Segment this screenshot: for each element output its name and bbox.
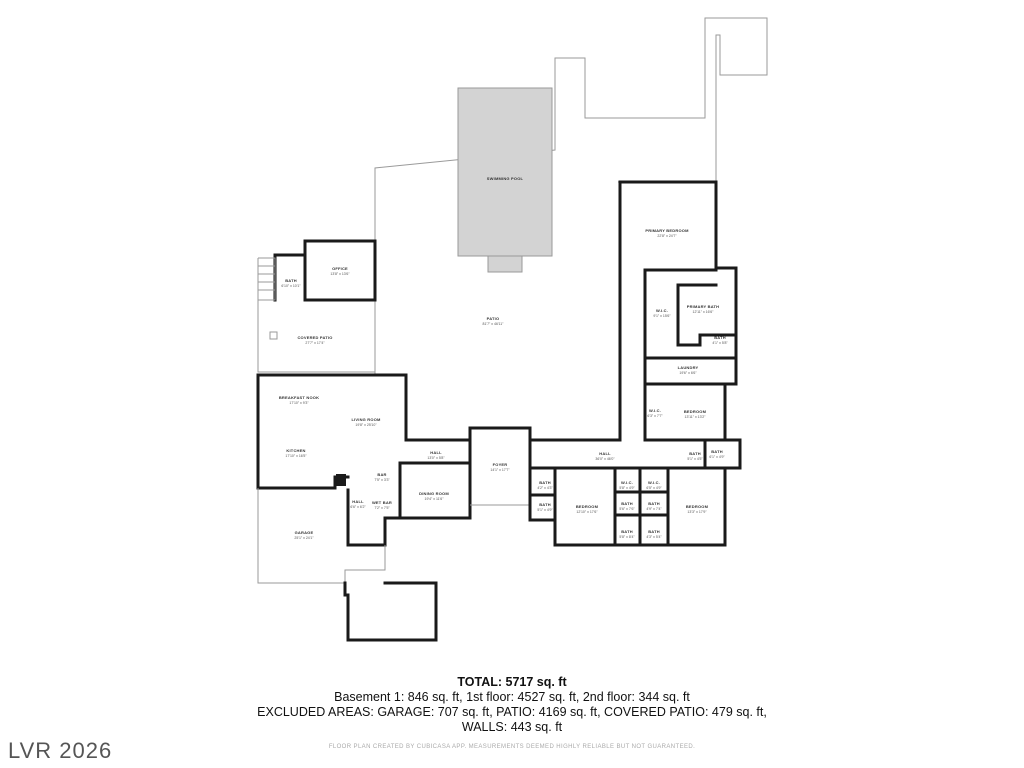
main-west-walls: [256, 180, 622, 442]
room-label-bath-south-2: BATH: [648, 501, 660, 506]
room-dim-foyer: 14'1" x 17'7": [490, 468, 510, 472]
room-dim-covered-patio: 27'7" x 17'4": [305, 341, 325, 345]
primary-bath-walls: [676, 283, 738, 347]
floor-areas: Basement 1: 846 sq. ft, 1st floor: 4527 …: [334, 690, 690, 704]
room-label-wic-south-1: W.I.C.: [621, 480, 633, 485]
room-label-bath-hall-1: BATH: [539, 480, 551, 485]
room-label-hall-west: HALL: [352, 499, 364, 504]
room-dim-bath-south-3: 5'8" x 8'4": [619, 535, 635, 539]
room-label-bath-primary: BATH: [714, 335, 726, 340]
room-label-primary-bedroom: PRIMARY BEDROOM: [645, 228, 689, 233]
covered-patio-outline: [257, 300, 375, 373]
room-dim-laundry: 19'6" x 6'6": [679, 371, 697, 375]
room-dim-kitchen: 17'10" x 16'5": [285, 454, 307, 458]
room-dim-bath-east-2: 6'1" x 4'9": [709, 455, 725, 459]
room-label-bath-south-3: BATH: [621, 529, 633, 534]
swimming-pool-shape: [457, 87, 553, 257]
room-dim-bath-hall-2: 5'1" x 4'9": [537, 508, 553, 512]
room-dim-bath-south-2: 4'9" x 7'4": [646, 507, 662, 511]
room-dim-wic-south-2: 6'5" x 4'9": [646, 486, 662, 490]
room-label-laundry: LAUNDRY: [678, 365, 699, 370]
room-label-patio: PATIO: [487, 316, 500, 321]
primary-suite-walls: [618, 180, 738, 360]
room-dim-hall-main: 13'0" x 5'8": [427, 456, 445, 460]
kitchen-south: [256, 475, 350, 490]
room-label-wic-primary: W.I.C.: [656, 308, 668, 313]
room-label-garage: GARAGE: [295, 530, 314, 535]
room-dim-wic-primary: 9'1" x 15'6": [653, 314, 671, 318]
room-label-bedroom-south-2: BEDROOM: [686, 504, 709, 509]
room-label-office: OFFICE: [332, 266, 348, 271]
room-label-wic-east: W.I.C.: [649, 408, 661, 413]
room-label-hall-east: HALL: [599, 451, 611, 456]
room-label-wet-bar: WET BAR: [372, 500, 392, 505]
laundry-walls: [643, 356, 738, 386]
room-label-foyer: FOYER: [493, 462, 508, 467]
room-label-living-room: LIVING ROOM: [351, 417, 381, 422]
room-label-swimming-pool: SWIMMING POOL: [487, 176, 524, 181]
room-dim-bath-east-1: 5'1" x 4'5": [687, 457, 703, 461]
column-block: [336, 474, 346, 486]
walls-area: WALLS: 443 sq. ft: [461, 720, 563, 734]
office-walls: [273, 239, 377, 302]
room-dim-bar: 7'5" x 3'3": [374, 478, 390, 482]
room-dim-wet-bar: 7'2" x 7'5": [374, 506, 390, 510]
room-label-covered-patio: COVERED PATIO: [297, 335, 332, 340]
room-label-breakfast-nook: BREAKFAST NOOK: [279, 395, 319, 400]
room-dim-patio: 81'7" x 46'11": [483, 322, 505, 326]
room-dim-dining-room: 19'4" x 11'6": [425, 497, 445, 501]
room-dim-bedroom-south-1: 12'10" x 17'6": [576, 510, 598, 514]
room-dim-wic-east: 6'3" x 7'7": [647, 414, 663, 418]
room-dim-wic-south-1: 5'8" x 4'9": [619, 486, 635, 490]
room-label-bar: BAR: [377, 472, 386, 477]
room-label-bedroom-east: BEDROOM: [684, 409, 707, 414]
room-label-bath-east-2: BATH: [711, 449, 723, 454]
south-bedrooms-walls: [528, 466, 727, 547]
room-label-kitchen: KITCHEN: [286, 448, 305, 453]
room-dim-bath-hall-1: 4'2" x 4'3": [537, 486, 553, 490]
room-label-wic-south-2: W.I.C.: [648, 480, 660, 485]
garage-outline: [257, 488, 386, 584]
office-stairs: [257, 257, 276, 301]
patio-column: [269, 331, 278, 340]
room-dim-primary-bedroom: 22'8" x 24'7": [657, 234, 677, 238]
room-dim-bedroom-south-2: 13'3" x 17'9": [687, 510, 707, 514]
room-dim-hall-west: 6'6" x 6'2": [350, 505, 366, 509]
room-label-bath-south-1: BATH: [621, 501, 633, 506]
room-label-hall-main: HALL: [430, 450, 442, 455]
room-label-bath-east-1: BATH: [689, 451, 701, 456]
swimming-pool-step: [487, 255, 523, 273]
room-label-bath-south-4: BATH: [648, 529, 660, 534]
room-dim-breakfast-nook: 17'10" x 9'3": [289, 401, 309, 405]
room-label-bath-office: BATH: [285, 278, 297, 283]
floorplan-credit: FLOOR PLAN CREATED BY CUBICASA APP. MEAS…: [328, 744, 696, 750]
room-dim-garage: 25'1" x 24'1": [294, 536, 314, 540]
room-dim-bath-south-4: 4'3" x 5'4": [646, 535, 662, 539]
room-label-bath-hall-2: BATH: [539, 502, 551, 507]
watermark: LVR 2026: [8, 738, 113, 763]
garage-stair-walls: [343, 581, 438, 642]
room-dim-bath-primary: 4'1" x 5'8": [712, 341, 728, 345]
room-dim-living-room: 19'8" x 25'10": [355, 423, 377, 427]
room-dim-hall-east: 36'0" x 46'0": [595, 457, 615, 461]
excluded-areas: EXCLUDED AREAS: GARAGE: 707 sq. ft, PATI…: [257, 705, 767, 719]
room-label-dining-room: DINING ROOM: [419, 491, 449, 496]
room-dim-bath-office: 6'10" x 10'1": [281, 284, 301, 288]
hall-walls: [398, 461, 472, 520]
total-area: TOTAL: 5717 sq. ft: [457, 675, 567, 689]
room-label-bedroom-south-1: BEDROOM: [576, 504, 599, 509]
south-bath-walls: [528, 466, 557, 522]
room-dim-office: 13'8" x 13'6": [330, 272, 350, 276]
patio-outline: [374, 17, 768, 375]
room-dim-bath-south-1: 5'6" x 7'6": [619, 507, 635, 511]
room-label-primary-bath: PRIMARY BATH: [687, 304, 720, 309]
room-dim-primary-bath: 12'11" x 16'6": [693, 310, 715, 314]
room-dim-bedroom-east: 13'11" x 13'2": [685, 415, 707, 419]
